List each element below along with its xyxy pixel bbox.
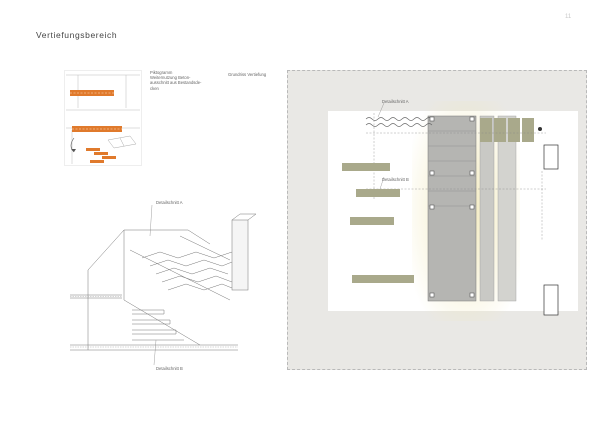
side-strip-1 — [479, 115, 495, 302]
floor-plan-drawing — [328, 101, 578, 321]
pictogram-caption-line-2: Weiternutzung Beton- — [150, 75, 191, 81]
plan-title: Grundriss Vertiefung — [228, 72, 267, 77]
pictogram-drawing — [64, 70, 142, 166]
left-panels — [342, 163, 414, 283]
stair-core — [427, 115, 477, 302]
top-right-panels — [480, 118, 534, 142]
concrete-slab-1 — [70, 90, 114, 96]
concrete-slab-2 — [72, 126, 122, 132]
axo-section-b-label: Detailschnitt B — [156, 366, 183, 371]
pictogram-panel — [64, 70, 142, 166]
marker-dot — [538, 127, 542, 131]
plan-section-b-label: Detailschnitt B — [382, 177, 409, 182]
axo-section-a-label: Detailschnitt A — [156, 200, 183, 205]
page-title: Vertiefungsbereich — [36, 30, 118, 40]
stepped-blocks — [86, 148, 116, 163]
axonometric-view — [60, 200, 260, 370]
floor-plan — [287, 70, 587, 370]
pictogram-caption-line-1: Piktogramm — [150, 70, 173, 75]
pictogram-caption-line-4: cken — [150, 85, 159, 91]
axonometric-drawing — [70, 204, 257, 366]
pictogram-caption-line-3: ausschnitt aus Bestandsde- — [150, 80, 202, 86]
pictogram-caption: Piktogramm Weiternutzung Beton- ausschni… — [150, 70, 220, 91]
page-number: 11 — [565, 14, 572, 20]
column-markers — [429, 116, 475, 298]
wall-notches — [543, 144, 559, 316]
plan-section-a-label: Detailschnitt A — [382, 99, 409, 104]
side-strip-2 — [497, 115, 517, 302]
